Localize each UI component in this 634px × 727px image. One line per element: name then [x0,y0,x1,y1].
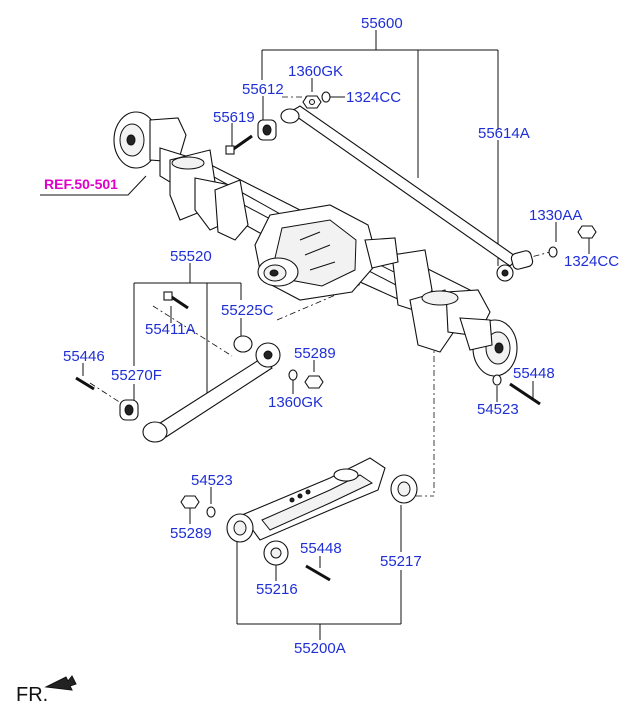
lateral-rod [280,105,534,282]
front-direction-label: FR. [16,684,49,706]
label-55448-right[interactable]: 55448 [513,365,555,382]
label-55520[interactable]: 55520 [170,248,212,265]
right-hardware [492,374,541,406]
label-54523-low[interactable]: 54523 [191,472,233,489]
rear-axle-housing [113,111,518,377]
label-1360gk-top[interactable]: 1360GK [288,63,344,80]
label-1324cc-right[interactable]: 1324CC [564,253,620,270]
label-55289-low[interactable]: 55289 [170,525,212,542]
ref-label[interactable]: REF.50-501 [44,176,118,192]
lower-control-arm [180,457,418,582]
label-54523-right[interactable]: 54523 [477,401,519,418]
label-55289-mid[interactable]: 55289 [294,345,336,362]
label-55200a[interactable]: 55200A [294,640,346,657]
label-55216[interactable]: 55216 [256,581,298,598]
front-arrow-icon [44,675,77,691]
label-1360gk-mid[interactable]: 1360GK [268,394,324,411]
upper-control-arm [75,291,324,443]
label-55217[interactable]: 55217 [380,553,422,570]
label-55225c[interactable]: 55225C [221,302,274,319]
label-55446[interactable]: 55446 [63,348,105,365]
label-55448-low[interactable]: 55448 [300,540,342,557]
label-55619[interactable]: 55619 [213,109,255,126]
top-hardware [225,91,597,258]
label-55612[interactable]: 55612 [242,81,284,98]
label-55270f[interactable]: 55270F [111,367,162,384]
label-1324cc-top[interactable]: 1324CC [346,89,402,106]
label-55614a[interactable]: 55614A [478,125,530,142]
label-1330aa[interactable]: 1330AA [529,207,583,224]
label-55600[interactable]: 55600 [361,15,403,32]
leader-lines [40,30,590,640]
label-55411a[interactable]: 55411A [145,321,196,338]
